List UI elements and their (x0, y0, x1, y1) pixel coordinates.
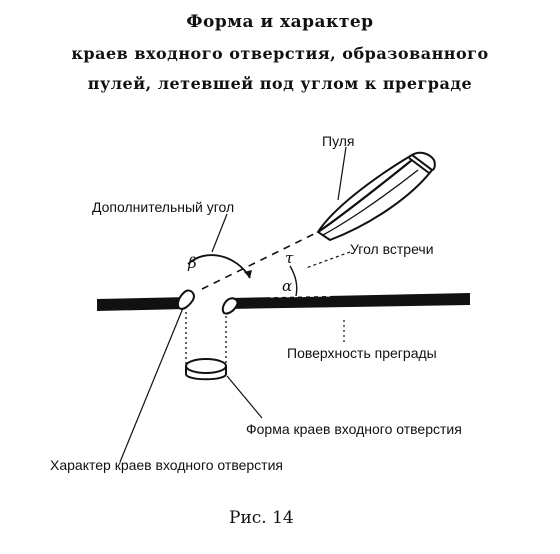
bullet-icon (316, 151, 436, 242)
leader-edge-character (119, 307, 184, 463)
label-bullet: Пуля (322, 133, 355, 149)
additional-angle-arrow (244, 270, 252, 278)
label-surface: Поверхность преграды (287, 345, 437, 361)
label-edge-character: Характер краев входного отверстия (50, 457, 283, 473)
surface-reference-line (269, 295, 331, 298)
additional-angle-arc (187, 254, 251, 279)
title-line-1: Форма и характер (186, 12, 374, 32)
leader-edge-shape (226, 375, 263, 419)
meeting-angle-arc (289, 265, 298, 297)
leader-bullet (337, 146, 347, 201)
label-edge-shape: Форма краев входного отверстия (246, 421, 462, 437)
figure-caption: Рис. 14 (229, 508, 294, 528)
label-meeting-angle: Угол встречи (350, 241, 434, 257)
symbol-alpha: α (282, 277, 292, 295)
leader-additional-angle (211, 213, 228, 253)
title-line-3: пулей, летевшей под углом к преграде (87, 74, 473, 93)
hole-left-edge (176, 289, 195, 310)
trajectory-line (201, 231, 319, 290)
barrier-left (97, 297, 190, 311)
label-additional-angle: Дополнительный угол (92, 199, 234, 215)
symbol-tau: τ (285, 249, 294, 267)
channel-cylinder (185, 366, 227, 381)
title-line-2: краев входного отверстия, образованного (71, 44, 489, 63)
channel-ellipse (185, 358, 227, 374)
hole-right-edge (221, 297, 239, 315)
symbol-beta: β (187, 254, 197, 272)
barrier-right (226, 293, 470, 309)
leader-meeting-angle (305, 251, 351, 269)
